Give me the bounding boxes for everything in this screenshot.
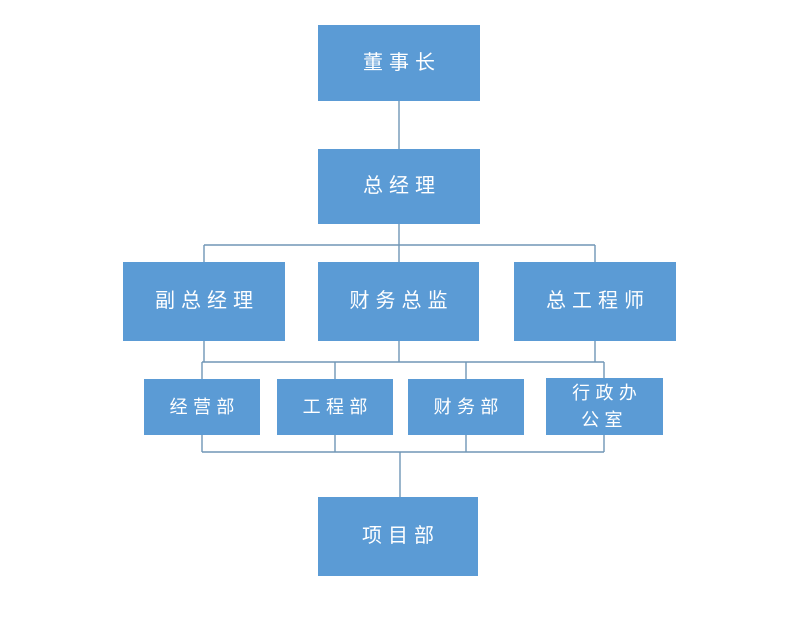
node-deputy-general-manager: 副总经理 bbox=[123, 262, 285, 341]
node-general-manager: 总经理 bbox=[318, 149, 480, 224]
node-operations-dept: 经营部 bbox=[144, 379, 260, 435]
node-chairman: 董事长 bbox=[318, 25, 480, 101]
node-finance-director: 财务总监 bbox=[318, 262, 479, 341]
node-admin-office: 行政办 公室 bbox=[546, 378, 663, 435]
node-chief-engineer: 总工程师 bbox=[514, 262, 676, 341]
node-finance-dept: 财务部 bbox=[408, 379, 524, 435]
node-project-dept: 项目部 bbox=[318, 497, 478, 576]
node-engineering-dept: 工程部 bbox=[277, 379, 393, 435]
